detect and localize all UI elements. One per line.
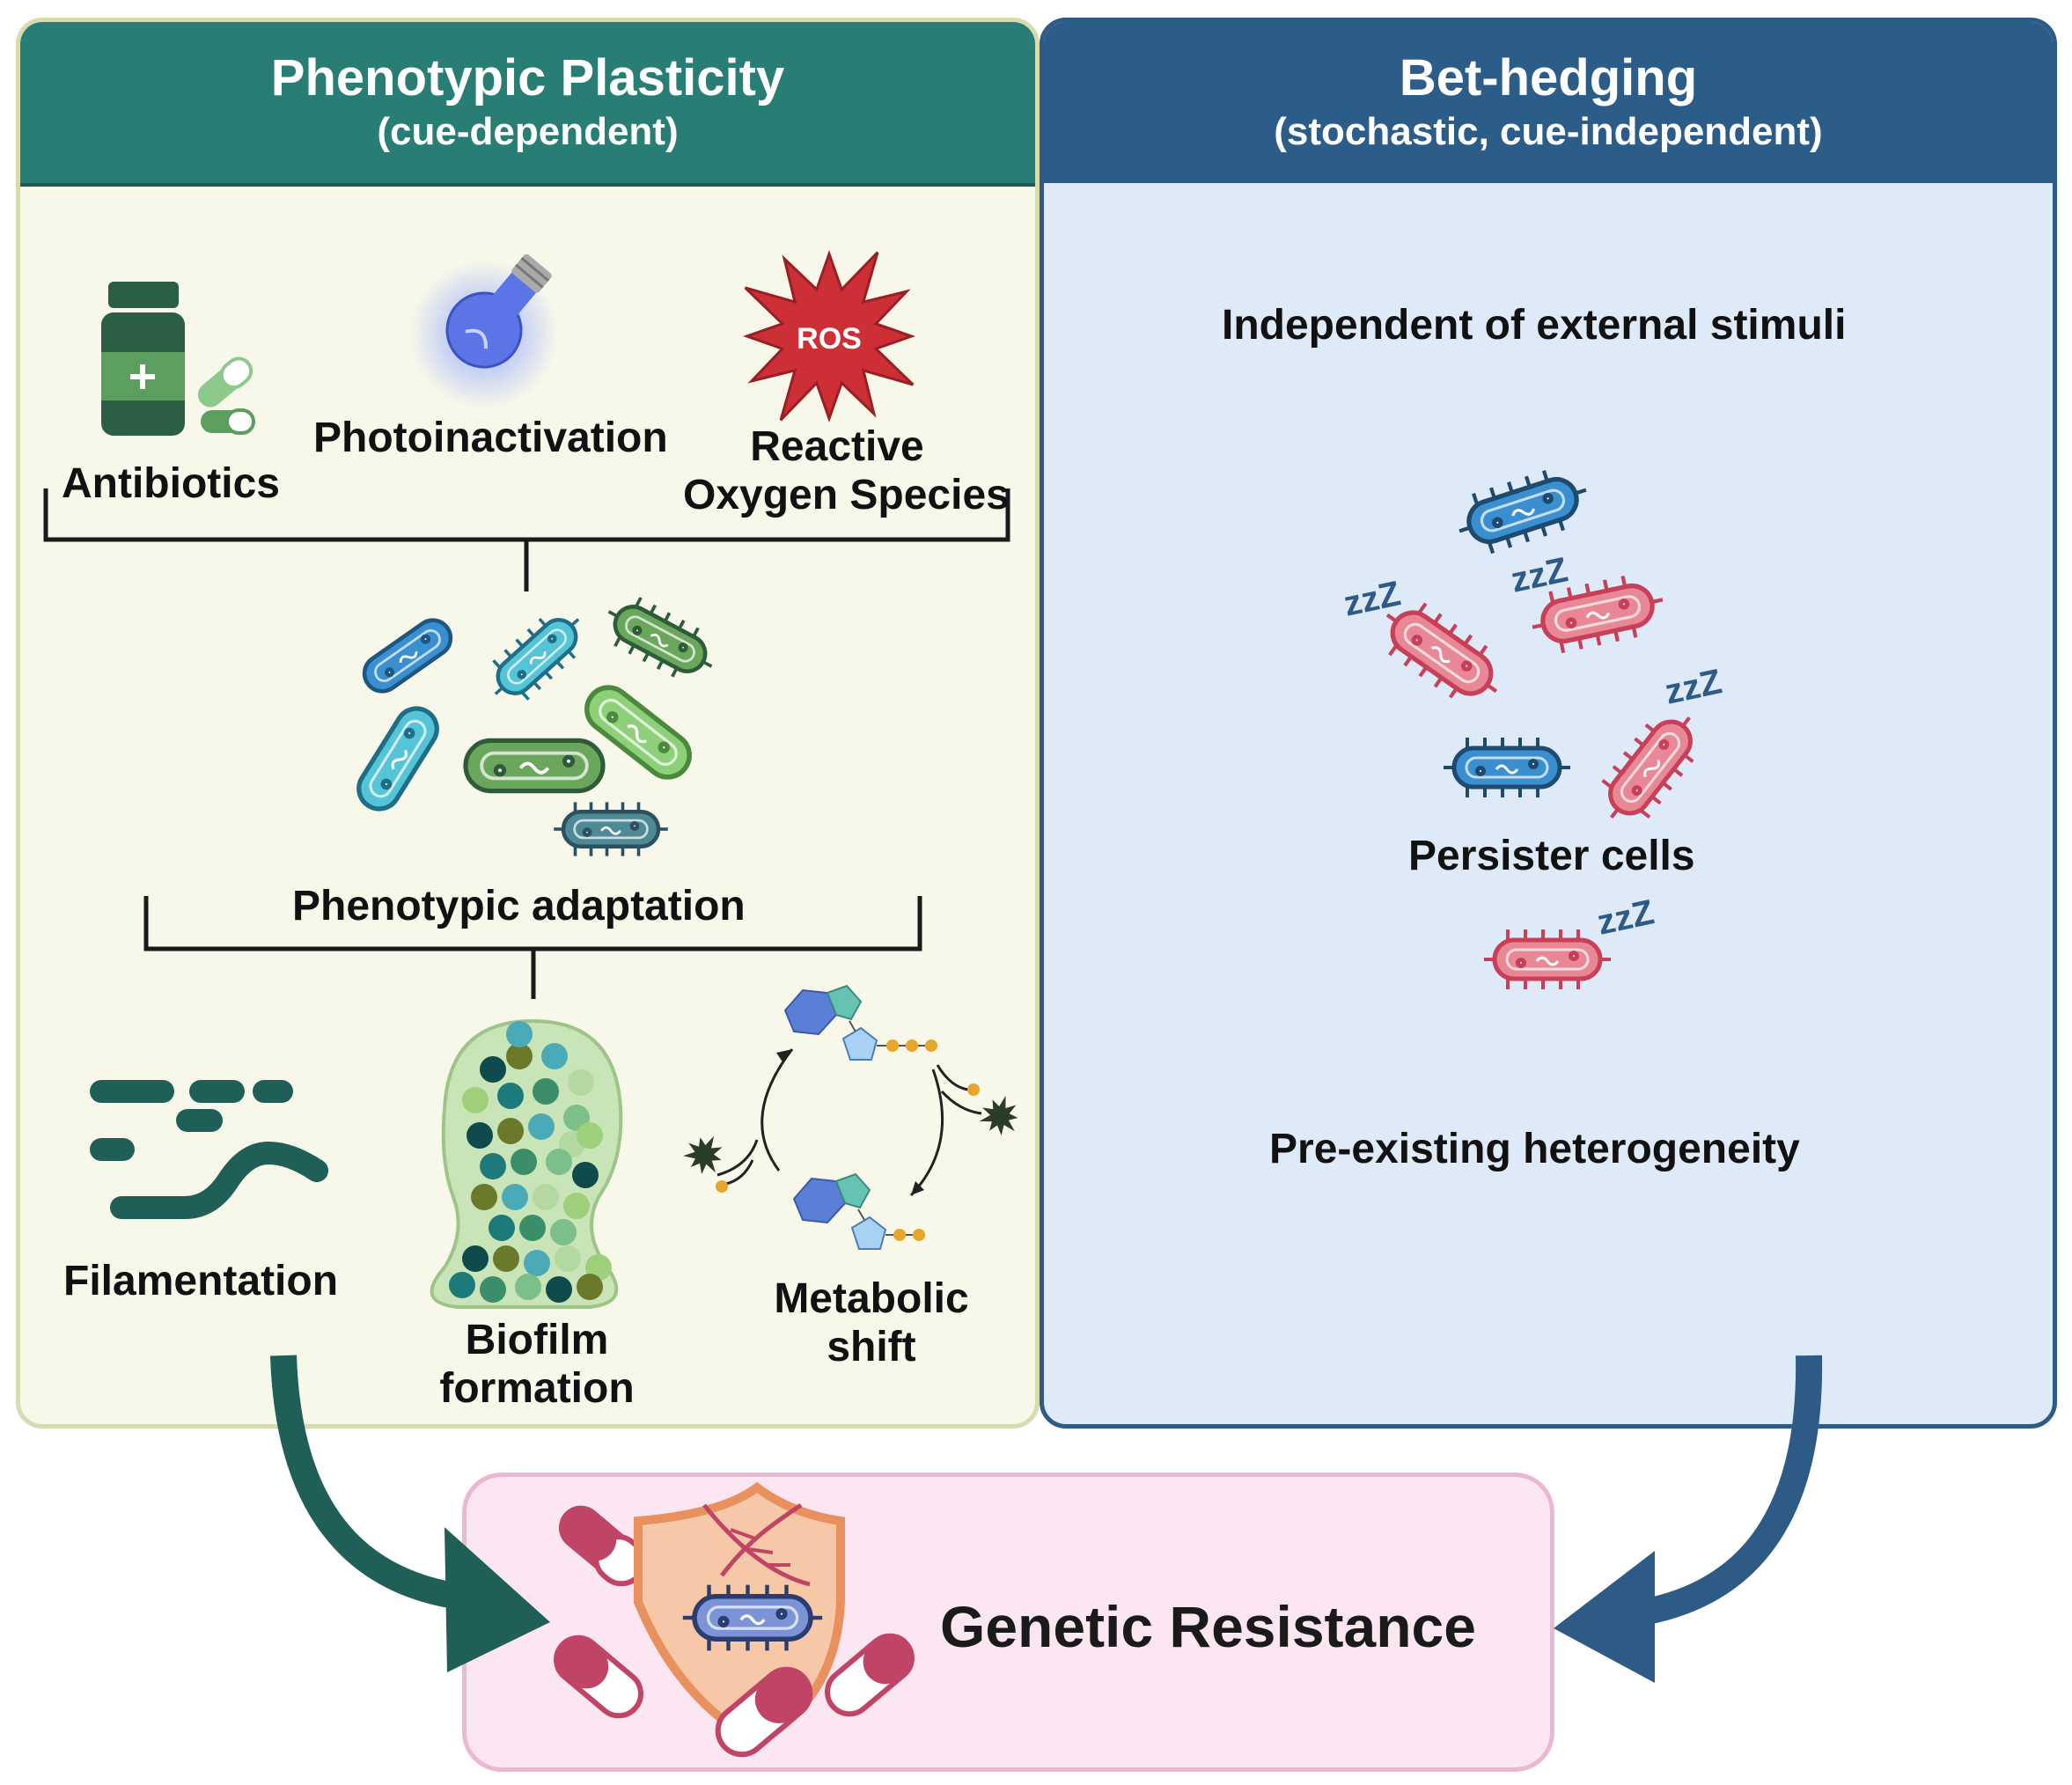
biofilm-cell	[555, 1245, 581, 1272]
filamentation-label: Filamentation	[63, 1258, 339, 1304]
biofilm-cell	[502, 1184, 528, 1210]
metabolic-shift-icon	[683, 984, 1018, 1250]
biofilm-cell	[449, 1272, 475, 1298]
biofilm-cell	[546, 1276, 572, 1303]
adaptation-bacteria-cluster	[351, 585, 727, 858]
biofilm-cell	[511, 1149, 537, 1175]
biofilm-cell	[462, 1087, 489, 1113]
antibiotics-label: Antibiotics	[62, 460, 280, 507]
independent-stimuli-label: Independent of external stimuli	[1222, 302, 1847, 349]
biofilm-cell	[528, 1113, 555, 1140]
phenotypic-adaptation-label: Phenotypic adaptation	[292, 883, 746, 929]
persister-bacteria-group	[1370, 460, 1716, 991]
bethedging-to-resistance-arrow	[1554, 1355, 1823, 1683]
pre-existing-heterogeneity-label: Pre-existing heterogeneity	[1269, 1126, 1800, 1172]
bacterium-slate-1	[552, 800, 670, 858]
bacterium-blue-awake-2	[1442, 736, 1572, 799]
bet-hedging-subtitle: (stochastic, cue-independent)	[1274, 110, 1823, 153]
biofilm-cell	[533, 1184, 559, 1210]
bacterium-blue-1	[357, 613, 458, 698]
sleep-indicator-2: zzZ	[1508, 550, 1571, 599]
biofilm-cell	[480, 1056, 506, 1083]
metabolic-label-line2: shift	[827, 1324, 916, 1371]
ros-badge-text: ROS	[797, 322, 862, 356]
biofilm-cell	[515, 1274, 541, 1300]
biofilm-cell	[471, 1184, 497, 1210]
bet-hedging-header: Bet-hedging (stochastic, cue-independent…	[1044, 22, 2053, 183]
bacterium-green-1	[593, 585, 727, 693]
biofilm-cell	[524, 1250, 550, 1276]
metabolic-shift-label: Metabolic shift	[757, 1274, 986, 1371]
bacterium-teal-2	[351, 701, 445, 816]
biofilm-cell	[493, 1245, 519, 1272]
sleep-indicator-3: zzZ	[1662, 662, 1725, 711]
ros-label: Reactive Oxygen Species	[683, 422, 1010, 519]
phenotypic-plasticity-subtitle: (cue-dependent)	[377, 110, 679, 153]
bet-hedging-panel: Bet-hedging (stochastic, cue-independent…	[1040, 18, 2057, 1429]
pill-icon-3	[715, 1666, 813, 1758]
pill-icon-4	[825, 1633, 915, 1717]
biofilm-cell	[480, 1153, 506, 1179]
biofilm-label-line2: formation	[439, 1365, 635, 1413]
biofilm-cell	[550, 1219, 577, 1245]
photoinactivation-label: Photoinactivation	[313, 415, 668, 461]
biofilm-cell	[533, 1078, 559, 1105]
light-bulb-icon	[409, 253, 559, 409]
phenotypic-plasticity-header: Phenotypic Plasticity (cue-dependent)	[20, 22, 1035, 187]
biofilm-cell	[541, 1043, 568, 1069]
sleep-indicator-4: zzZ	[1594, 892, 1657, 942]
biofilm-cell	[563, 1193, 590, 1219]
biofilm-cell	[577, 1274, 603, 1300]
biofilm-icon	[430, 1018, 623, 1309]
biofilm-cell	[546, 1149, 572, 1175]
genetic-resistance-label: Genetic Resistance	[940, 1594, 1476, 1659]
bet-hedging-title: Bet-hedging	[1399, 49, 1698, 107]
biofilm-cell	[572, 1162, 599, 1188]
antibiotics-bottle-icon	[101, 282, 185, 436]
biofilm-cell	[480, 1276, 506, 1303]
adaptation-bracket	[143, 896, 922, 999]
metabolic-label-line1: Metabolic	[774, 1275, 969, 1322]
biofilm-cell	[506, 1021, 533, 1047]
biofilm-cell	[467, 1122, 493, 1149]
pills-icon	[197, 356, 255, 435]
biofilm-cell	[519, 1215, 546, 1241]
resistance-shield-icon	[554, 1481, 915, 1758]
bacterium-teal-1	[476, 598, 598, 716]
biofilm-cell	[497, 1118, 524, 1144]
ros-label-line1: Reactive	[750, 423, 924, 470]
plasticity-to-resistance-arrow	[270, 1355, 550, 1672]
biofilm-cell	[568, 1069, 594, 1096]
persister-cells-label: Persister cells	[1408, 833, 1695, 879]
biofilm-cell	[462, 1245, 489, 1272]
biofilm-cell	[506, 1043, 533, 1069]
filamentation-icon	[90, 1080, 328, 1219]
bacterium-blue-awake-1	[1450, 460, 1596, 562]
ros-label-line2: Oxygen Species	[683, 472, 1010, 519]
sleep-indicator-1: zzZ	[1341, 574, 1404, 623]
bacterium-green-2	[466, 740, 603, 790]
biofilm-label: Biofilm formation	[422, 1316, 651, 1413]
bacterium-pink-dormant-3	[1585, 697, 1716, 838]
biofilm-cell	[577, 1122, 603, 1149]
phenotypic-plasticity-title: Phenotypic Plasticity	[270, 49, 785, 107]
biofilm-cell	[497, 1083, 524, 1109]
biofilm-label-line1: Biofilm	[465, 1317, 609, 1363]
bacterium-pink-dormant-4	[1482, 928, 1613, 991]
biofilm-cell	[489, 1215, 515, 1241]
ros-burst-icon: ROS	[742, 249, 916, 423]
pill-icon-2	[554, 1634, 643, 1719]
stressor-bracket	[43, 488, 1010, 591]
